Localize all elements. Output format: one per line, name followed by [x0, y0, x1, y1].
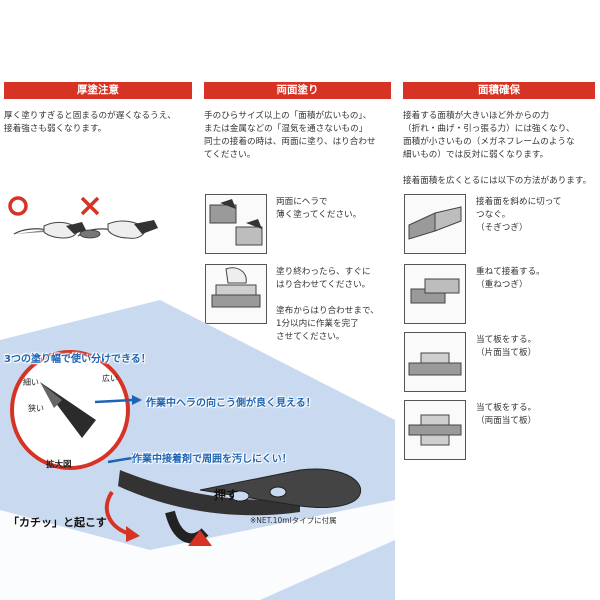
raise-arrow — [104, 490, 131, 536]
area-text: 接着する面積が大きいほど外からの力 （折れ・曲げ・引っ張る力）には強くなり、 面… — [403, 111, 592, 186]
area-step4-caption: 当て板をする。 （両面当て板） — [476, 403, 537, 426]
both-step1-image — [205, 194, 267, 254]
headline-width: 3つの塗り幅で使い分けできる！ — [4, 354, 151, 365]
zoom-label: 拡大図 — [46, 460, 72, 470]
raise-label: 「カチッ」と起こす — [8, 516, 107, 529]
thick-text: 厚く塗りすぎると固まるのが遅くなるうえ、 接着強さも弱くなります。 — [4, 111, 176, 134]
panel-background — [0, 300, 395, 600]
area-step1-image — [404, 194, 466, 254]
section-header-both: 両面塗り — [204, 82, 391, 99]
lap-joint-illustration — [410, 278, 460, 304]
area-step2-image — [404, 264, 466, 324]
double-plate-illustration — [408, 414, 462, 446]
single-plate-illustration — [408, 352, 462, 376]
both-text: 手のひらサイズ以上の「面積が広いもの」、 または金属などの「湿気を通さないもの」… — [204, 111, 376, 160]
headline-view: 作業中ヘラの向こう側が良く見える！ — [146, 398, 316, 409]
cross-ng-icon — [80, 196, 100, 216]
headline-clean: 作業中接着剤で周囲を汚しにくい！ — [132, 454, 292, 465]
spatula-feature-panel: 3つの塗り幅で使い分けできる！ 細い 広い 狭い 作業中ヘラの向こう側が良く見え… — [0, 300, 395, 600]
area-step2-caption: 重ねて接着する。 （重ねつぎ） — [476, 267, 545, 290]
push-label: 押す — [214, 488, 239, 502]
press-together-illustration — [211, 267, 261, 308]
label-slim: 狭い — [28, 404, 44, 413]
label-wide: 広い — [102, 374, 118, 383]
label-narrow: 細い — [23, 378, 39, 387]
thick-illustration — [8, 196, 158, 239]
both-step2-image — [205, 264, 267, 324]
both-step2-caption: 塗り終わったら、すぐに はり合わせてください。 塗布からはり合わせまで、 1分以… — [276, 267, 379, 342]
patent-note: ※特許出願中 ※NET.10mlタイプに付属 — [250, 505, 337, 525]
circle-ok-icon — [8, 196, 28, 216]
section-header-area: 面積確保 — [403, 82, 595, 99]
both-step1-caption: 両面にヘラで 薄く塗ってください。 — [276, 197, 362, 220]
bad-spatula-illustration — [77, 220, 158, 239]
apply-thin-illustration — [209, 199, 263, 246]
area-step4-image — [404, 400, 466, 460]
push-arrow — [188, 530, 212, 546]
area-step3-caption: 当て板をする。 （片面当て板） — [476, 335, 537, 358]
scarf-joint-illustration — [408, 206, 462, 240]
area-step3-image — [404, 332, 466, 392]
section-header-thick: 厚塗注意 — [4, 82, 192, 99]
good-spatula-illustration — [13, 221, 86, 239]
area-step1-caption: 接着面を斜めに切って つなぐ。 （そぎつぎ） — [476, 197, 562, 233]
